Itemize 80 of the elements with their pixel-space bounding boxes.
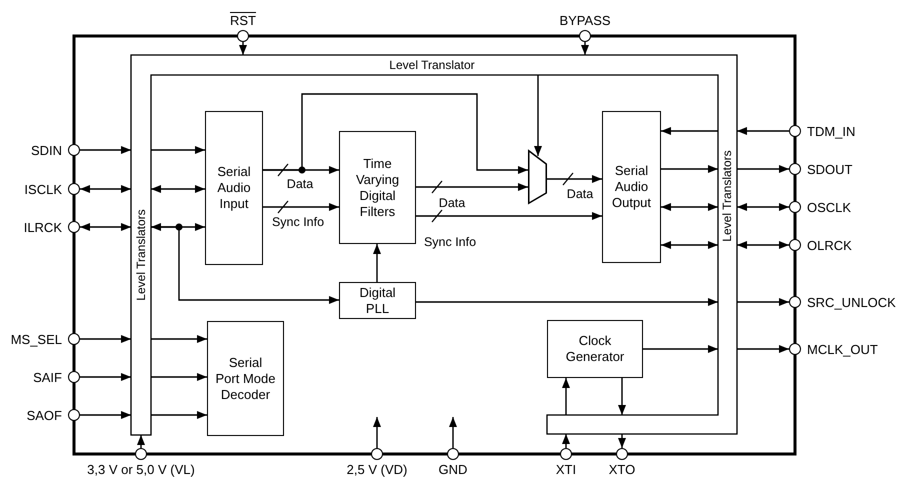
connector-arrow xyxy=(737,127,789,135)
connector-arrow xyxy=(373,244,381,282)
connector-arrow xyxy=(80,335,131,343)
pin-label: OLRCK xyxy=(807,238,852,252)
pin-label: OSCLK xyxy=(807,200,852,214)
function-block xyxy=(547,320,643,378)
connector-arrow xyxy=(618,378,626,415)
pin-label: SDOUT xyxy=(807,162,852,176)
connector-arrow xyxy=(449,417,457,448)
pin-label: MS_SEL xyxy=(10,332,62,346)
connector-arrow xyxy=(547,175,602,183)
block-label: Digital PLL xyxy=(358,284,397,316)
connector-arrow xyxy=(80,185,131,193)
block-label: Level Translators xyxy=(134,209,148,301)
connector-arrow xyxy=(661,241,718,249)
connector-arrow xyxy=(151,373,207,381)
connector-arrow xyxy=(643,345,718,353)
connector-arrow xyxy=(737,203,789,211)
edge-label: Data xyxy=(286,177,314,191)
connector-arrow xyxy=(534,75,542,156)
connector-arrow xyxy=(737,345,789,353)
pin-label: 2,5 V (VD) xyxy=(346,462,408,477)
connector-arrow xyxy=(151,223,205,231)
function-block xyxy=(602,111,661,263)
pin-label: 3,3 V or 5,0 V (VL) xyxy=(87,462,195,477)
connector-arrow xyxy=(151,335,207,343)
function-block xyxy=(205,111,263,265)
connector-arrow xyxy=(80,373,131,381)
connector-arrow xyxy=(373,417,381,448)
connector-arrow xyxy=(416,212,602,220)
block-label: Serial Port Mode Decoder xyxy=(216,354,276,402)
connector-arrow xyxy=(562,434,570,448)
pin-label: ILRCK xyxy=(24,220,62,234)
connector-arrow xyxy=(263,203,339,211)
edge-label: Sync Info xyxy=(424,235,476,249)
connector-arrow xyxy=(618,434,626,448)
block-label: Serial Audio Output xyxy=(610,163,652,211)
connector-arrow xyxy=(239,42,247,55)
connector-arrow xyxy=(151,185,205,193)
pin-label: SRC_UNLOCK xyxy=(807,294,896,310)
block-label: Time Varying Digital Filters xyxy=(354,156,400,220)
connector-arrow xyxy=(661,127,718,135)
connector-arrow xyxy=(151,146,205,154)
connector-arrow xyxy=(562,378,570,415)
pin-label: XTI xyxy=(556,462,576,477)
connector-arrow xyxy=(416,298,718,306)
pin-label: RST xyxy=(230,13,256,28)
connector-arrow xyxy=(661,203,718,211)
pin-label: SAOF xyxy=(26,408,62,422)
connector-arrow xyxy=(416,183,528,191)
connector-arrow xyxy=(137,435,145,448)
edge-label: Sync Info xyxy=(272,215,324,229)
function-block xyxy=(339,282,416,319)
pin-label: XTO xyxy=(608,462,636,477)
connector-arrow xyxy=(80,146,131,154)
pin-label: GND xyxy=(438,462,468,477)
pin-label: ISCLK xyxy=(24,182,62,196)
block-label: Serial Audio Input xyxy=(216,164,252,212)
pin-label: SAIF xyxy=(33,370,62,384)
pin-label: BYPASS xyxy=(559,13,611,28)
connector-arrow xyxy=(80,223,131,231)
block-label: Level Translator xyxy=(389,58,475,72)
function-block xyxy=(339,131,416,244)
pin-label: TDM_IN xyxy=(807,124,856,138)
connector-arrow xyxy=(151,411,207,419)
connector-arrow xyxy=(737,241,789,249)
connector-arrow xyxy=(263,93,528,174)
connector-arrow xyxy=(80,411,131,419)
connector-arrow xyxy=(737,298,789,306)
connector-arrow xyxy=(737,165,789,173)
connector-arrow xyxy=(661,165,718,173)
function-block xyxy=(207,321,284,436)
edge-label: Data xyxy=(438,196,466,210)
pin-label: MCLK_OUT xyxy=(807,342,878,356)
connector-arrow xyxy=(151,226,339,304)
connector-arrow xyxy=(581,42,589,55)
block-label: Level Translators xyxy=(720,150,734,242)
pin-label: SDIN xyxy=(30,142,62,158)
edge-label: Data xyxy=(566,187,594,201)
block-label: Clock Generator xyxy=(564,333,626,365)
